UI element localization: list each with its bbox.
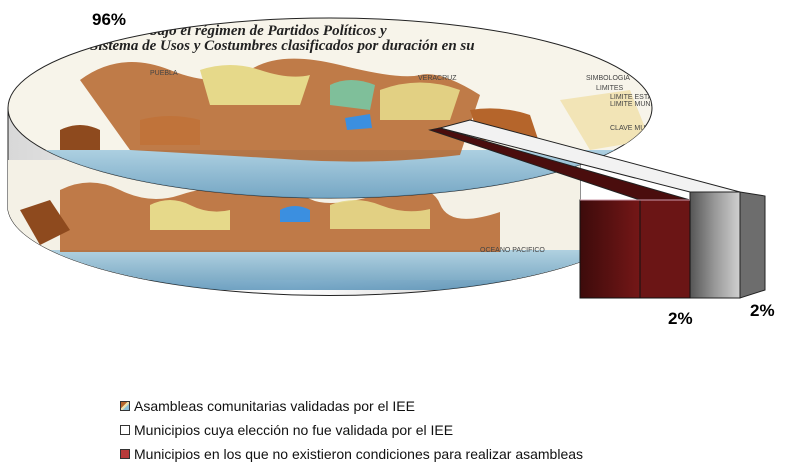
svg-text:OCEANO PACIFICO: OCEANO PACIFICO bbox=[480, 247, 545, 254]
legend: Asambleas comunitarias validadas por el … bbox=[120, 396, 583, 468]
legend-item: Municipios en los que no existieron cond… bbox=[120, 444, 583, 464]
svg-text:LIMITE ESTATAL: LIMITE ESTATAL bbox=[610, 94, 664, 101]
legend-label: Municipios cuya elección no fue validada… bbox=[134, 422, 454, 438]
legend-item: Asambleas comunitarias validadas por el … bbox=[120, 396, 583, 416]
svg-text:CLAVE MUNICIPAL: CLAVE MUNICIPAL bbox=[610, 125, 672, 132]
data-label-2-a: 2% bbox=[668, 309, 693, 328]
slice-2-red bbox=[428, 127, 691, 299]
svg-text:Sistema de Usos y Costumbres c: Sistema de Usos y Costumbres clasificado… bbox=[90, 38, 475, 54]
data-label-2-b: 2% bbox=[750, 301, 775, 320]
svg-text:SIMBOLOGIA: SIMBOLOGIA bbox=[586, 75, 630, 82]
data-label-96: 96% bbox=[92, 10, 126, 29]
svg-text:PUEBLA: PUEBLA bbox=[150, 70, 178, 77]
svg-text:bajo el régimen de Partidos Po: bajo el régimen de Partidos Políticos y bbox=[150, 23, 387, 39]
legend-swatch-map bbox=[120, 401, 130, 411]
svg-text:VERACRUZ: VERACRUZ bbox=[418, 75, 457, 82]
svg-text:LIMITES: LIMITES bbox=[596, 85, 624, 92]
legend-item: Municipios cuya elección no fue validada… bbox=[120, 420, 583, 440]
legend-swatch-white bbox=[120, 425, 130, 435]
legend-label: Asambleas comunitarias validadas por el … bbox=[134, 398, 415, 414]
legend-swatch-red bbox=[120, 449, 130, 459]
svg-text:LIMITE MUNICIPAL: LIMITE MUNICIPAL bbox=[610, 101, 672, 108]
slice-2-white bbox=[438, 119, 766, 299]
legend-label: Municipios en los que no existieron cond… bbox=[134, 446, 584, 462]
